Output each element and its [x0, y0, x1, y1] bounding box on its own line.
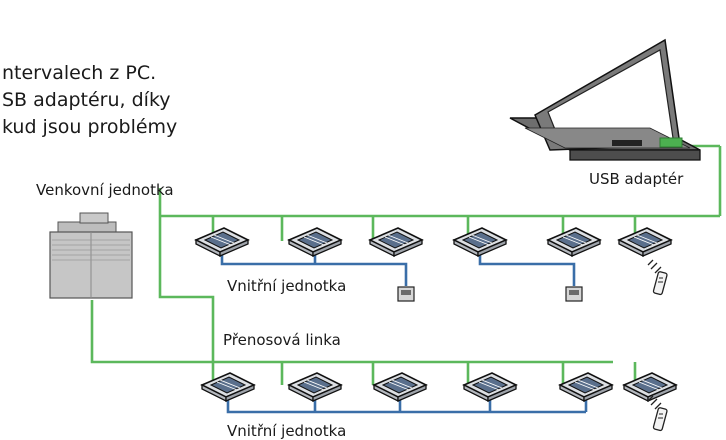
- remote-controller-line: [220, 252, 588, 414]
- cassette-indoor-unit-icon: [201, 372, 255, 402]
- laptop-icon: [509, 38, 701, 161]
- cassette-indoor-unit-icon: [288, 372, 342, 402]
- description-line-2: SB adaptéru, díky: [2, 89, 171, 111]
- outdoor-unit-label: Venkovní jednotka: [36, 181, 174, 199]
- cassette-indoor-unit-icon: [623, 372, 677, 402]
- description-line-3: kud jsou problémy: [2, 116, 178, 138]
- outdoor-unit-icon: [49, 212, 133, 299]
- cassette-indoor-unit-icon: [369, 227, 423, 257]
- transmission-line: [90, 144, 722, 385]
- cassette-indoor-unit-icon: [288, 227, 342, 257]
- indoor-unit-bottom-label: Vnitřní jednotka: [227, 422, 347, 440]
- description-line-1: ntervalech z PC.: [2, 62, 157, 84]
- cassette-indoor-unit-icon: [547, 227, 601, 257]
- transmission-line-label: Přenosová linka: [223, 331, 341, 349]
- usb-adapter-icon: [659, 137, 683, 148]
- cassette-indoor-unit-icon: [453, 227, 507, 257]
- cassette-indoor-unit-icon: [463, 372, 517, 402]
- wired-remote-icon: [565, 286, 583, 302]
- indoor-unit-top-label: Vnitřní jednotka: [227, 277, 347, 295]
- wireless-remote-icon: [647, 259, 669, 296]
- cassette-indoor-unit-icon: [195, 227, 249, 257]
- cassette-indoor-unit-icon: [618, 227, 672, 257]
- cassette-indoor-unit-icon: [373, 372, 427, 402]
- cassette-indoor-unit-icon: [559, 372, 613, 402]
- wired-remote-icon: [397, 286, 415, 302]
- wireless-remote-icon: [647, 395, 669, 432]
- usb-adapter-label: USB adaptér: [589, 170, 684, 188]
